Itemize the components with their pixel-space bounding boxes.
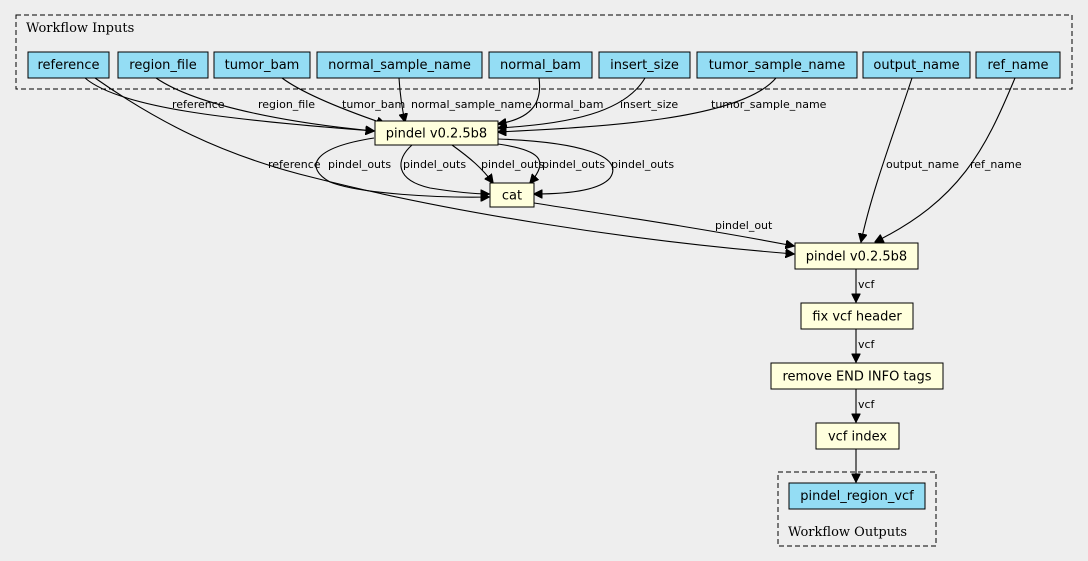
- step-node-vcf-index-label: vcf index: [828, 430, 887, 445]
- edge-output-name-to-pindel2: [861, 77, 913, 242]
- output-node-pindel-region-vcf-label: pindel_region_vcf: [800, 489, 914, 504]
- input-node-reference[interactable]: reference: [27, 51, 110, 79]
- edge-reference-to-pindel2: [94, 77, 794, 254]
- edge-label-pindel-out: pindel_out: [715, 219, 773, 232]
- step-node-vcf-index[interactable]: vcf index: [815, 422, 900, 450]
- edge-label-ref-name: ref_name: [970, 158, 1022, 171]
- input-node-normal-sample-name-label: normal_sample_name: [328, 58, 471, 73]
- workflow-inputs-label: Workflow Inputs: [26, 21, 134, 36]
- input-node-output-name-label: output_name: [873, 58, 959, 73]
- edge-label-insert-size: insert_size: [620, 98, 678, 111]
- edge-cat-to-pindel2: [533, 202, 794, 246]
- edge-label-pindel-outs-1: pindel_outs: [328, 158, 391, 171]
- edge-label-vcf-2: vcf: [858, 338, 876, 351]
- step-node-pindel-1[interactable]: pindel v0.2.5b8: [374, 120, 499, 146]
- edge-label-reference-2: reference: [268, 158, 321, 171]
- input-node-region-file-label: region_file: [129, 58, 196, 73]
- step-node-pindel-2-label: pindel v0.2.5b8: [806, 250, 907, 265]
- edge-pindel-outs-3: [451, 144, 493, 183]
- edge-label-reference: reference: [172, 98, 225, 111]
- edge-label-region-file: region_file: [258, 98, 315, 111]
- input-node-normal-bam[interactable]: normal_bam: [488, 51, 593, 79]
- edge-normal-bam-to-pindel: [498, 77, 541, 124]
- edge-pindel-outs-5: [497, 138, 614, 194]
- output-node-pindel-region-vcf[interactable]: pindel_region_vcf: [788, 482, 926, 510]
- step-node-remove-end-info-tags-label: remove END INFO tags: [782, 370, 931, 385]
- input-node-reference-label: reference: [37, 58, 99, 73]
- edge-label-vcf-3: vcf: [858, 398, 876, 411]
- input-node-region-file[interactable]: region_file: [117, 51, 209, 79]
- input-node-tumor-bam[interactable]: tumor_bam: [213, 51, 311, 79]
- edge-pindel-outs-2: [400, 144, 489, 194]
- input-node-insert-size-label: insert_size: [610, 58, 679, 73]
- step-node-remove-end-info-tags[interactable]: remove END INFO tags: [770, 362, 944, 390]
- edge-label-output-name: output_name: [886, 158, 959, 171]
- edge-normal-sample-name-to-pindel: [398, 77, 405, 122]
- edge-label-pindel-outs-3: pindel_outs: [481, 158, 544, 171]
- input-node-normal-bam-label: normal_bam: [500, 58, 581, 73]
- edge-insert-size-to-pindel: [498, 77, 646, 128]
- workflow-inputs-cluster: [15, 14, 1073, 90]
- edge-ref-name-to-pindel2: [875, 77, 1016, 242]
- workflow-outputs-cluster: [777, 471, 937, 547]
- step-node-pindel-2[interactable]: pindel v0.2.5b8: [794, 242, 919, 270]
- edge-label-pindel-outs-4: pindel_outs: [542, 158, 605, 171]
- edge-reference-to-pindel: [84, 77, 374, 131]
- edge-region-file-to-pindel: [155, 77, 374, 131]
- edge-pindel-outs-4: [497, 143, 541, 183]
- input-node-ref-name[interactable]: ref_name: [975, 51, 1061, 79]
- edge-label-normal-sample-name: normal_sample_name: [411, 98, 532, 111]
- step-node-cat[interactable]: cat: [489, 182, 535, 208]
- input-node-tumor-sample-name[interactable]: tumor_sample_name: [696, 51, 858, 79]
- edge-label-pindel-outs-5: pindel_outs: [611, 158, 674, 171]
- step-node-pindel-1-label: pindel v0.2.5b8: [386, 127, 487, 142]
- edge-label-normal-bam: normal_bam: [535, 98, 603, 111]
- edge-tumor-bam-to-pindel: [281, 77, 385, 124]
- input-node-tumor-bam-label: tumor_bam: [225, 58, 300, 73]
- edge-label-tumor-bam: tumor_bam: [342, 98, 405, 111]
- input-node-output-name[interactable]: output_name: [862, 51, 971, 79]
- edge-label-tumor-sample-name: tumor_sample_name: [711, 98, 827, 111]
- input-node-insert-size[interactable]: insert_size: [598, 51, 691, 79]
- step-node-fix-vcf-header-label: fix vcf header: [812, 310, 902, 325]
- workflow-outputs-label: Workflow Outputs: [788, 525, 907, 540]
- step-node-fix-vcf-header[interactable]: fix vcf header: [800, 302, 914, 330]
- edge-label-vcf-1: vcf: [858, 278, 876, 291]
- step-node-cat-label: cat: [502, 189, 522, 204]
- input-node-ref-name-label: ref_name: [987, 58, 1048, 73]
- edge-tumor-sample-name-to-pindel: [498, 77, 777, 132]
- edge-pindel-outs-1: [315, 137, 489, 197]
- input-node-normal-sample-name[interactable]: normal_sample_name: [316, 51, 483, 79]
- edge-label-pindel-outs-2: pindel_outs: [403, 158, 466, 171]
- input-node-tumor-sample-name-label: tumor_sample_name: [709, 58, 845, 73]
